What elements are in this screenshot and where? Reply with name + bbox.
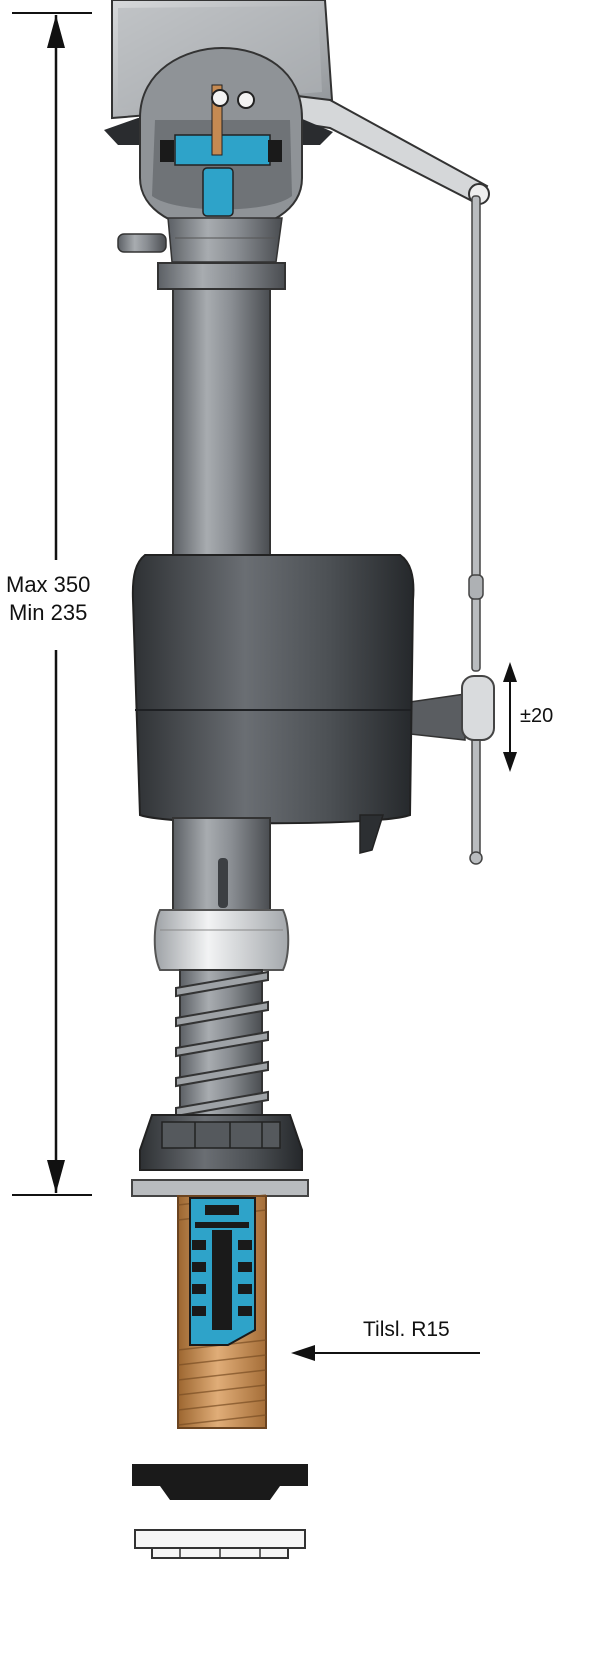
valve-head: [104, 0, 490, 263]
adjust-dimension: [503, 662, 517, 772]
rubber-gasket: [132, 1464, 308, 1500]
height-label: Max 350 Min 235: [6, 571, 91, 627]
height-max-label: Max 350: [6, 572, 91, 597]
float-cup: [131, 554, 495, 854]
upper-tube: [157, 262, 286, 565]
height-min-label: Min 235: [9, 600, 88, 625]
height-dimension: [12, 12, 92, 1196]
lock-nut: [131, 1114, 309, 1197]
float-adjust-label: ±20: [520, 705, 554, 727]
connection-arrow: [291, 1345, 480, 1361]
plastic-nut: [134, 1529, 306, 1559]
threaded-shank: [175, 969, 269, 1121]
lower-tube: [153, 817, 290, 971]
float-rod: [468, 195, 484, 865]
connection-label: Tilsl. R15: [363, 1318, 450, 1341]
brass-inlet: [177, 1194, 267, 1429]
